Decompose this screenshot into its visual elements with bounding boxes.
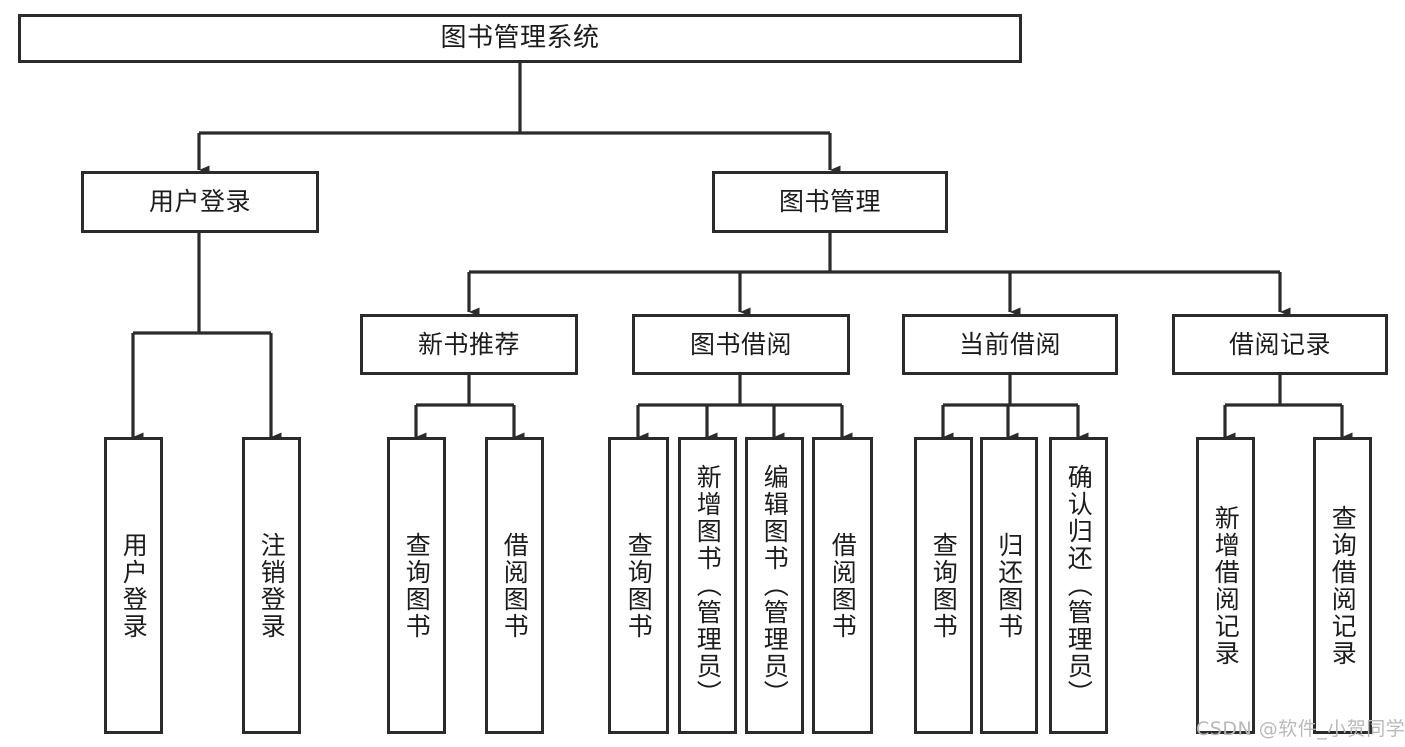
node-borrow-record[interactable]: 借阅记录 [1172,314,1388,375]
node-root-label: 图书管理系统 [440,23,600,54]
node-leaf-add-record[interactable]: 新增借阅记录 [1196,437,1255,734]
node-book-management[interactable]: 图书管理 [712,171,948,233]
node-leaf-query-record[interactable]: 查询借阅记录 [1313,437,1372,734]
node-leaf-borrow-book-b-label: 借阅图书 [828,531,858,640]
node-new-book-recommendation-label: 新书推荐 [417,329,520,359]
node-user-login[interactable]: 用户登录 [81,171,319,233]
node-leaf-borrow-book-b[interactable]: 借阅图书 [812,437,873,734]
node-leaf-add-book-label: 新增图书（管理员） [693,464,723,707]
node-leaf-add-book[interactable]: 新增图书（管理员） [678,437,737,734]
node-new-book-recommendation[interactable]: 新书推荐 [360,314,578,375]
node-leaf-logout-label: 注销登录 [257,531,287,640]
node-leaf-query-book-b-label: 查询图书 [624,531,654,640]
node-current-borrow-label: 当前借阅 [958,329,1061,359]
csdn-watermark: CSDN @软件_小贺同学 [1196,718,1405,740]
node-leaf-query-book-c-label: 查询图书 [929,531,959,640]
node-leaf-confirm-return[interactable]: 确认归还（管理员） [1049,437,1108,734]
node-borrow-record-label: 借阅记录 [1228,329,1331,359]
node-leaf-return-book-label: 归还图书 [994,531,1024,640]
node-leaf-borrow-book-a[interactable]: 借阅图书 [485,437,544,734]
node-user-login-label: 用户登录 [148,187,251,217]
node-leaf-confirm-return-label: 确认归还（管理员） [1064,464,1094,707]
node-book-borrow-label: 图书借阅 [689,329,792,359]
node-leaf-edit-book[interactable]: 编辑图书（管理员） [745,437,804,734]
node-leaf-edit-book-label: 编辑图书（管理员） [760,464,790,707]
node-leaf-query-book-a[interactable]: 查询图书 [387,437,446,734]
node-leaf-query-book-a-label: 查询图书 [402,531,432,640]
node-current-borrow[interactable]: 当前借阅 [902,314,1118,375]
node-leaf-query-record-label: 查询借阅记录 [1328,504,1358,667]
node-book-borrow[interactable]: 图书借阅 [632,314,850,375]
node-leaf-user-login[interactable]: 用户登录 [104,437,163,734]
node-leaf-query-book-c[interactable]: 查询图书 [914,437,973,734]
node-leaf-return-book[interactable]: 归还图书 [980,437,1038,734]
node-leaf-logout[interactable]: 注销登录 [242,437,301,734]
node-leaf-borrow-book-a-label: 借阅图书 [500,531,530,640]
node-book-management-label: 图书管理 [778,187,881,217]
node-leaf-add-record-label: 新增借阅记录 [1211,504,1241,667]
node-root[interactable]: 图书管理系统 [18,14,1022,63]
node-leaf-query-book-b[interactable]: 查询图书 [608,437,669,734]
node-leaf-user-login-label: 用户登录 [119,531,149,640]
